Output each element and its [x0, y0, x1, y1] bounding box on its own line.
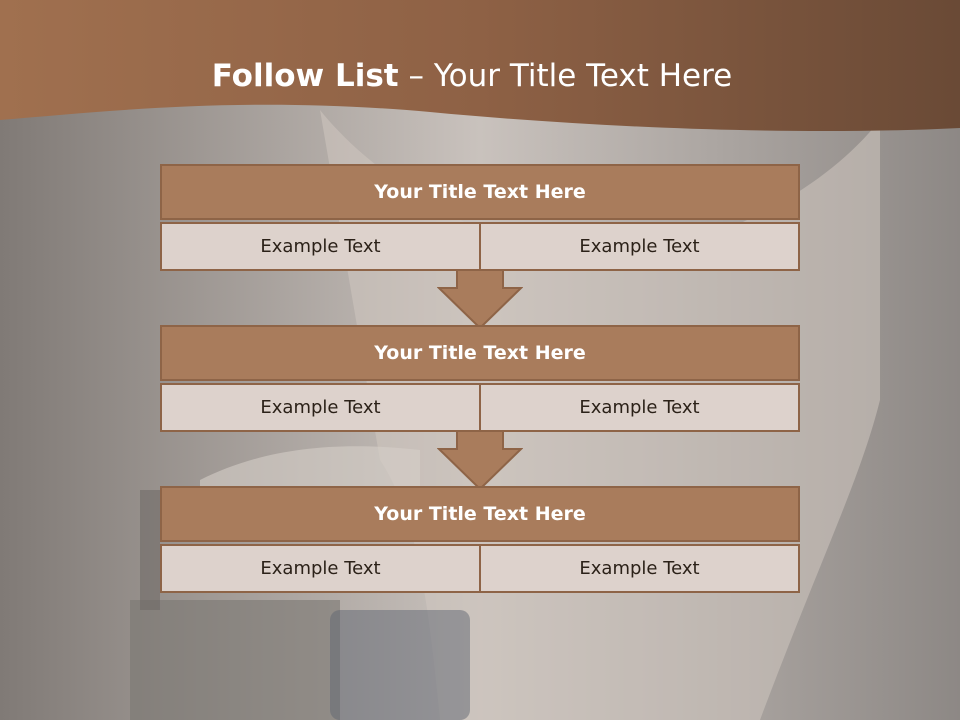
slide-title-bold: Follow List — [211, 58, 399, 94]
step-row-1: Example Text Example Text — [160, 222, 800, 271]
step-block-2: Your Title Text Here Example Text Exampl… — [160, 325, 800, 432]
step-block-3: Your Title Text Here Example Text Exampl… — [160, 486, 800, 593]
down-arrow-icon — [437, 270, 523, 330]
slide-title-rest: – Your Title Text Here — [398, 58, 733, 94]
step-row-3: Example Text Example Text — [160, 544, 800, 593]
step-2-right-cell: Example Text — [481, 383, 800, 432]
step-title-1: Your Title Text Here — [160, 164, 800, 220]
step-title-3: Your Title Text Here — [160, 486, 800, 542]
step-1-right-cell: Example Text — [481, 222, 800, 271]
slide-title: Follow List – Your Title Text Here — [0, 56, 944, 96]
step-1-left-cell: Example Text — [160, 222, 481, 271]
step-block-1: Your Title Text Here Example Text Exampl… — [160, 164, 800, 271]
down-arrow-icon — [437, 431, 523, 491]
step-3-left-cell: Example Text — [160, 544, 481, 593]
step-3-right-cell: Example Text — [481, 544, 800, 593]
step-row-2: Example Text Example Text — [160, 383, 800, 432]
step-2-left-cell: Example Text — [160, 383, 481, 432]
step-title-2: Your Title Text Here — [160, 325, 800, 381]
